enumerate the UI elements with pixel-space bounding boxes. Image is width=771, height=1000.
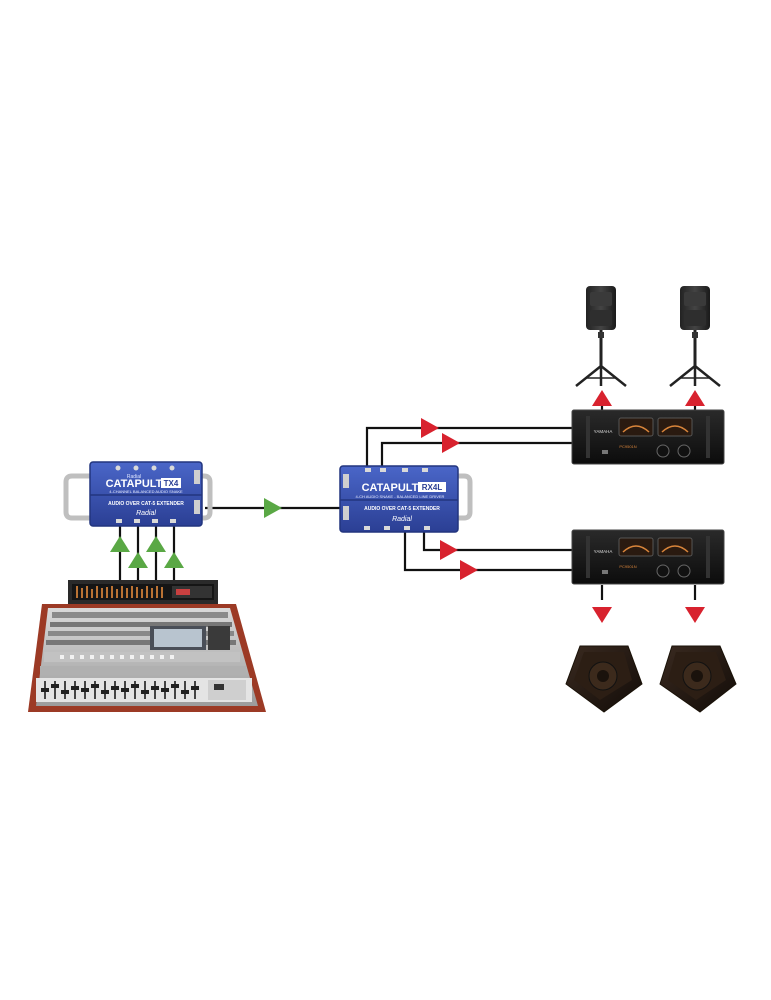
- arrow-up-speaker-left: [592, 390, 612, 406]
- arrow-up-3: [146, 536, 166, 552]
- arrow-right-top-1: [421, 418, 439, 438]
- red-arrows: [421, 390, 705, 623]
- arrow-down-monitor-right: [685, 607, 705, 623]
- rx-subtitle: 4-CH AUDIO SNAKE - BALANCED LINE DRIVER: [356, 494, 445, 499]
- amp-bottom-model: PC9501N: [619, 564, 636, 569]
- power-amplifier-top: YAMAHA PC9501N: [571, 409, 725, 465]
- amp-bottom-brand: YAMAHA: [594, 549, 613, 554]
- arrow-right-link: [264, 498, 282, 518]
- tx-model: TX4: [164, 479, 179, 488]
- rx-brand: CATAPULT: [362, 482, 419, 494]
- floor-monitor-left: [565, 645, 643, 713]
- tx-footer: AUDIO OVER CAT-5 EXTENDER: [108, 501, 184, 507]
- catapult-rx4l: CATAPULT RX4L 4-CH AUDIO SNAKE - BALANCE…: [339, 465, 473, 533]
- tx-brand-small: Radial: [127, 474, 141, 480]
- tx-logo: Radial: [136, 510, 156, 517]
- tx-subtitle: 4-CHANNEL BALANCED AUDIO SNAKE: [109, 489, 183, 494]
- tx-brand: CATAPULT: [106, 478, 163, 490]
- pa-speaker-left: [575, 286, 627, 387]
- arrow-up-speaker-right: [685, 390, 705, 406]
- rx-logo: Radial: [392, 516, 412, 523]
- rx-model: RX4L: [422, 483, 443, 492]
- rx-footer: AUDIO OVER CAT-5 EXTENDER: [364, 506, 440, 512]
- amp-top-model: PC9501N: [619, 444, 636, 449]
- pa-speaker-right: [669, 286, 721, 387]
- arrow-up-2: [128, 552, 148, 568]
- arrow-up-4: [164, 552, 184, 568]
- arrow-up-1: [110, 536, 130, 552]
- arrow-right-bottom-1: [440, 540, 458, 560]
- power-amplifier-bottom: YAMAHA PC9501N: [571, 529, 725, 585]
- floor-monitor-right: [659, 645, 737, 713]
- green-arrows: [110, 498, 282, 568]
- arrow-right-bottom-2: [460, 560, 478, 580]
- arrow-down-monitor-left: [592, 607, 612, 623]
- arrow-right-top-2: [442, 433, 460, 453]
- amp-top-brand: YAMAHA: [594, 429, 613, 434]
- mixing-console: [28, 580, 266, 712]
- catapult-tx4: Radial CATAPULT TX4 4-CHANNEL BALANCED A…: [63, 461, 213, 527]
